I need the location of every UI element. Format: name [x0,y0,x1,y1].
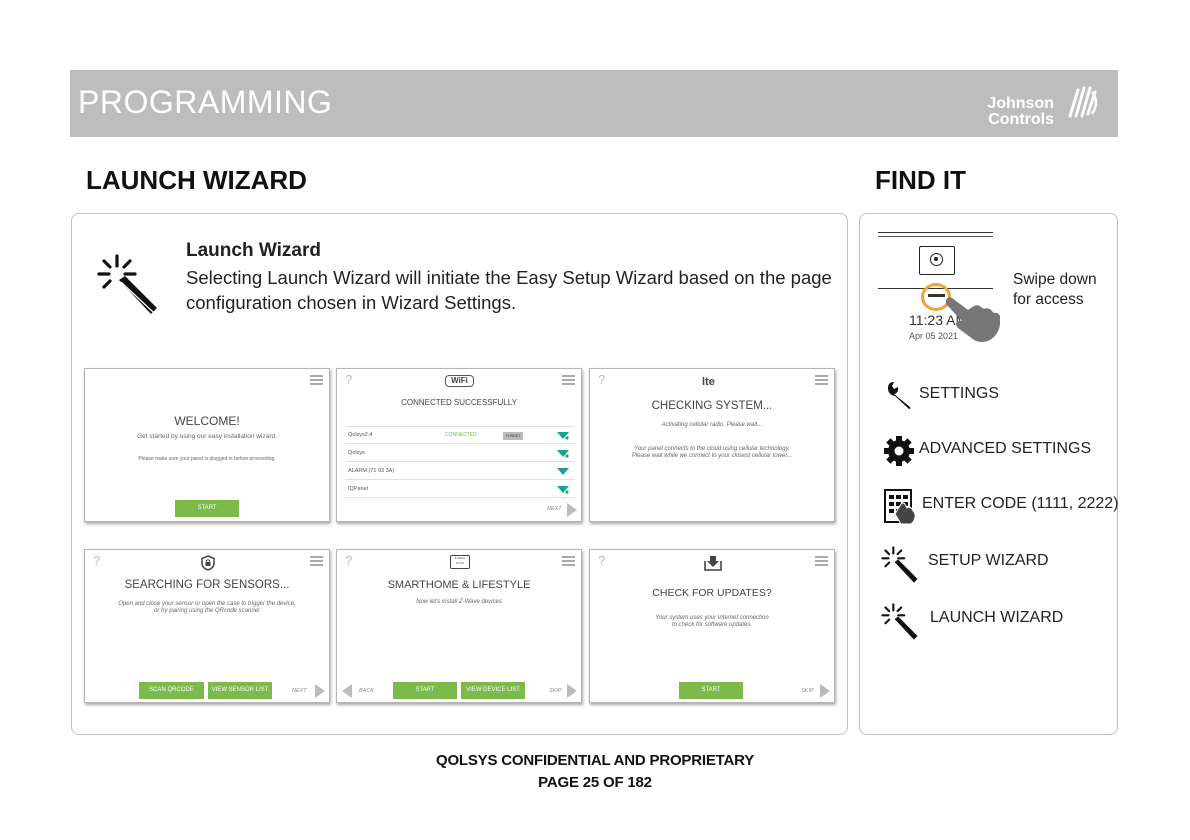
menu-icon[interactable] [815,556,828,568]
updates-line2: to check for software updates. [671,622,753,628]
next-arrow-icon[interactable] [315,684,325,698]
screen-welcome: WELCOME! Get started by using our easy i… [84,368,330,522]
skip-button[interactable]: SKIP [549,688,562,694]
johnson-controls-logo: Johnson Controls [972,78,1102,132]
hand-swipe-icon [946,297,1000,342]
welcome-note: Please make sure your panel is plugged i… [138,456,276,462]
screen-checking-system: ? lte CHECKING SYSTEM... Activating cell… [589,368,835,522]
screen-searching-sensors: ? SEARCHING FOR SENSORS... Open and clos… [84,549,330,703]
panel-date: Apr 05 2021 [909,331,959,341]
menu-icon[interactable] [815,375,828,387]
description-title: Launch Wizard [186,240,321,261]
back-arrow-icon[interactable] [342,684,352,698]
skip-arrow-icon[interactable] [567,684,577,698]
step-enter-code-label: ENTER CODE (1111, 2222) [922,495,1119,512]
wifi-signal-icon [557,468,569,475]
checking-line1: Activating cellular radio. Please wait..… [661,422,763,428]
start-button[interactable]: START [679,682,743,699]
zwave-plus-icon: Z-Wave PLUS [450,555,470,569]
help-icon[interactable]: ? [93,553,101,568]
screen-check-updates: ? CHECK FOR UPDATES? Your system uses yo… [589,549,835,703]
wifi-network-row[interactable]: IQPanel [345,481,575,498]
skip-button[interactable]: SKIP [801,688,814,694]
help-icon[interactable]: ? [598,372,606,387]
smarthome-line1: Now let's install Z-Wave devices [416,599,502,605]
magic-wand-icon [881,546,918,583]
help-icon[interactable]: ? [598,553,606,568]
wifi-signal-icon [557,450,569,458]
wifi-title: CONNECTED SUCCESSFULLY [401,398,517,407]
section-title-find-it: FIND IT [875,165,966,195]
back-button[interactable]: BACK [359,688,374,694]
menu-icon[interactable] [562,556,575,568]
sensors-title: SEARCHING FOR SENSORS... [124,579,290,591]
view-sensor-list-button[interactable]: VIEW SENSOR LIST [208,682,272,699]
description-body: Selecting Launch Wizard will initiate th… [186,267,832,313]
checking-title: CHECKING SYSTEM... [651,400,773,412]
keypad-icon [884,489,916,525]
menu-icon[interactable] [310,375,323,387]
help-icon[interactable]: ? [345,372,353,387]
magic-wand-icon [97,254,157,314]
step-launch-wizard-label: LAUNCH WIZARD [930,609,1064,626]
gear-icon [884,436,914,466]
wifi-network-row[interactable]: Qolsys2.4 CONNECTED FORGET [345,427,575,444]
welcome-subtitle: Get started by using our easy installati… [137,433,277,440]
wifi-signal-icon [557,432,569,440]
forget-button[interactable]: FORGET [503,432,523,440]
updates-title: CHECK FOR UPDATES? [652,587,772,599]
next-arrow-icon[interactable] [567,503,577,517]
main-content-card [71,213,848,735]
lte-icon: lte [702,376,715,388]
updates-line1: Your system uses your Internet connectio… [655,615,769,621]
menu-icon[interactable] [310,556,323,568]
brand-line1: Johnson [987,95,1054,112]
brand-line2: Controls [988,111,1054,128]
checking-line2: Your panel connects to the cloud using c… [634,446,790,452]
step-settings-label: SETTINGS [919,385,1000,402]
wifi-badge-icon: WiFi [445,375,474,387]
step-setup-wizard-label: SETUP WIZARD [928,552,1049,569]
find-it-card [859,213,1118,735]
screen-smarthome-lifestyle: ? Z-Wave PLUS SMARTHOME & LIFESTYLE Now … [336,549,582,703]
scan-qrcode-button[interactable]: SCAN QRCODE [139,682,204,699]
connected-status: CONNECTED [445,432,477,438]
footer-page-number: PAGE 25 OF 182 [538,774,652,791]
help-icon[interactable]: ? [345,553,353,568]
shield-lock-icon [201,555,215,571]
smarthome-title: SMARTHOME & LIFESTYLE [387,579,531,591]
skip-arrow-icon[interactable] [820,684,830,698]
camera-icon [919,246,955,275]
section-title-launch-wizard: LAUNCH WIZARD [86,165,307,195]
page-header-title: PROGRAMMING [78,84,333,120]
screen-wifi-connected: ? WiFi CONNECTED SUCCESSFULLY Qolsys2.4 … [336,368,582,522]
panel-time: 11:23 AM [909,312,968,328]
swipe-instruction: Swipe down for access [1013,271,1097,308]
footer-confidential: QOLSYS CONFIDENTIAL AND PROPRIETARY [435,752,755,769]
wifi-network-row[interactable]: Qolsys [345,445,575,462]
panel-illustration: 11:23 AM Apr 05 2021 [878,232,1000,342]
sensors-line1: Open and close your sensor or open the c… [118,601,296,607]
sensors-line2: or try pairing using the QRcode scanner [153,608,261,614]
download-icon [704,556,722,571]
header-banner: PROGRAMMING Johnson Controls [70,70,1118,137]
wrench-icon [888,382,911,409]
start-button[interactable]: START [393,682,457,699]
welcome-title: WELCOME! [174,414,240,428]
magic-wand-icon [881,603,918,640]
wifi-signal-icon [557,486,569,494]
step-advanced-settings-label: ADVANCED SETTINGS [919,440,1092,457]
next-button[interactable]: NEXT [547,506,562,512]
menu-icon[interactable] [562,375,575,387]
next-button[interactable]: NEXT [292,688,307,694]
swipe-handle-highlight [921,283,951,311]
wifi-network-row[interactable]: ALARM (71 93 3A) [345,463,575,480]
johnson-controls-mark-icon [1068,86,1098,118]
checking-line3: Please wait while we connect to your clo… [631,453,793,459]
start-button[interactable]: START [175,500,239,517]
view-device-list-button[interactable]: VIEW DEVICE LIST [461,682,525,699]
